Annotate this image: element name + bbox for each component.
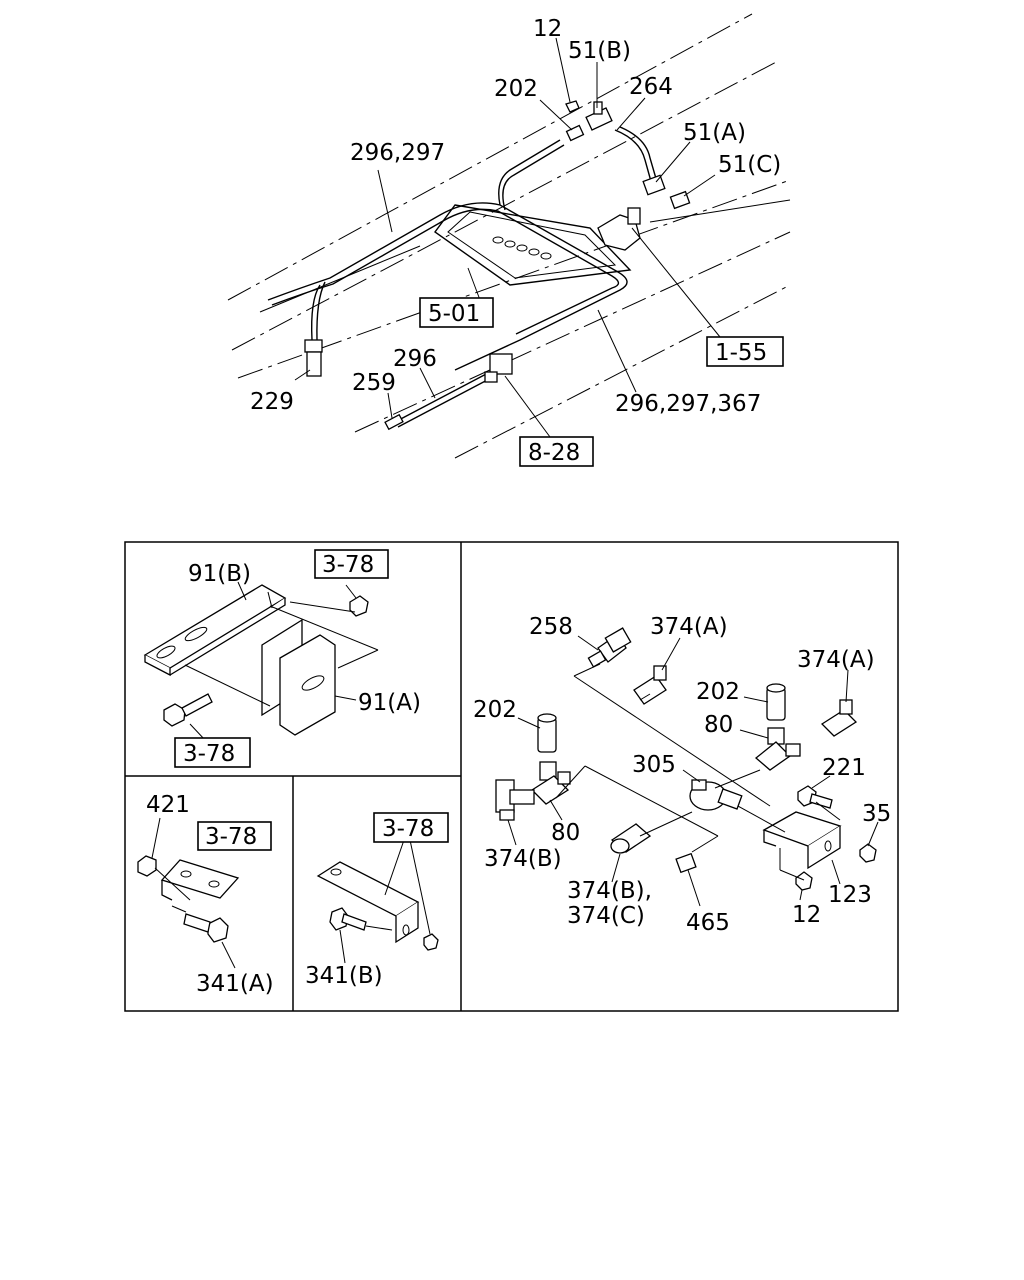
callout-421: 421 <box>146 792 190 818</box>
elbow-258-part <box>587 627 632 668</box>
union-51b-part <box>585 101 613 131</box>
bolt-3-78-part <box>163 693 213 727</box>
callout-91a: 91(A) <box>358 690 421 716</box>
plug-465-part <box>675 852 697 874</box>
connector-202-part <box>565 124 585 142</box>
tee-80-right-part <box>754 727 801 771</box>
callout-51a: 51(A) <box>683 120 746 146</box>
callout-91b: 91(B) <box>188 561 251 587</box>
callout-123: 123 <box>828 882 872 908</box>
nut-12-part <box>565 100 580 113</box>
panel-fittings: 258 374(A) 374(A) 202 202 80 80 305 221 … <box>473 614 891 936</box>
ref-box-3-78-bottom[interactable]: 3-78 <box>174 737 251 768</box>
ref-box-8-28-label: 8-28 <box>528 440 580 466</box>
ref-box-3-78-341b[interactable]: 3-78 <box>373 812 449 843</box>
callout-258: 258 <box>529 614 573 640</box>
ref-box-3-78-bottom-label: 3-78 <box>183 741 235 767</box>
bolt-221-part <box>797 785 833 809</box>
callout-202-left: 202 <box>473 697 517 723</box>
panel-bracket-91: 91(B) 91(A) 3-78 3-78 <box>143 549 421 768</box>
top-assembly-view: 12 51(B) 202 264 296,297 51(A) 51(C) 229… <box>227 13 791 467</box>
callout-202: 202 <box>494 76 538 102</box>
callout-12-panel: 12 <box>792 902 821 928</box>
callout-374bc-line1: 374(B), <box>567 878 652 904</box>
ref-box-3-78-341b-label: 3-78 <box>382 816 434 842</box>
block-8-28-part <box>484 353 513 383</box>
callout-305: 305 <box>632 752 676 778</box>
callout-374a-2: 374(A) <box>797 647 875 673</box>
callout-80-left: 80 <box>551 820 580 846</box>
ref-box-8-28[interactable]: 8-28 <box>519 436 594 467</box>
cross-305-part <box>689 779 743 811</box>
bolt-341b-part <box>329 907 367 931</box>
callout-12: 12 <box>533 16 562 42</box>
callout-341a: 341(A) <box>196 971 274 997</box>
ref-box-5-01-label: 5-01 <box>428 301 480 327</box>
fitting-229-part <box>304 339 323 377</box>
tee-80-left-part <box>530 761 571 805</box>
callout-80-right: 80 <box>704 712 733 738</box>
plug-259-part <box>384 413 404 431</box>
callout-465: 465 <box>686 910 730 936</box>
valve-1-55-part <box>597 207 641 251</box>
callout-296-297-367: 296,297,367 <box>615 391 761 417</box>
nut-12-panel-part <box>795 871 813 891</box>
callout-202-right: 202 <box>696 679 740 705</box>
ref-box-1-55-label: 1-55 <box>715 340 767 366</box>
fitting-374a-1-part <box>633 665 667 705</box>
ref-box-3-78-421[interactable]: 3-78 <box>197 821 272 851</box>
panel-bracket-421: 421 341(A) 3-78 <box>137 792 274 997</box>
connector-202-left-part <box>537 713 557 753</box>
ref-box-3-78-top[interactable]: 3-78 <box>314 549 389 579</box>
callout-374a-1: 374(A) <box>650 614 728 640</box>
callout-221: 221 <box>822 755 866 781</box>
ref-box-1-55[interactable]: 1-55 <box>706 336 784 367</box>
fitting-374bc-part <box>610 823 652 854</box>
panel-bracket-341b: 341(B) 3-78 <box>305 812 449 989</box>
callout-374b: 374(B) <box>484 846 562 872</box>
detail-panels-frame <box>124 541 899 1012</box>
callout-341b: 341(B) <box>305 963 383 989</box>
connector-202-right-part <box>766 683 786 721</box>
ref-box-5-01[interactable]: 5-01 <box>419 297 494 328</box>
callout-296: 296 <box>393 346 437 372</box>
fitting-374a-2-part <box>820 699 858 737</box>
bracket-123-part <box>762 811 842 870</box>
callout-51c: 51(C) <box>718 152 781 178</box>
union-51a-part <box>642 174 666 196</box>
callout-296-297: 296,297 <box>350 140 445 166</box>
nut-35-part <box>859 843 877 863</box>
callout-229: 229 <box>250 389 294 415</box>
ref-box-3-78-421-label: 3-78 <box>205 824 257 850</box>
callout-264: 264 <box>629 74 673 100</box>
elbow-374b-part <box>495 779 535 821</box>
ref-box-3-78-top-label: 3-78 <box>322 552 374 578</box>
callout-259: 259 <box>352 370 396 396</box>
callout-51b: 51(B) <box>568 38 631 64</box>
callout-374bc-line2: 374(C) <box>567 903 645 929</box>
callout-35: 35 <box>862 801 891 827</box>
